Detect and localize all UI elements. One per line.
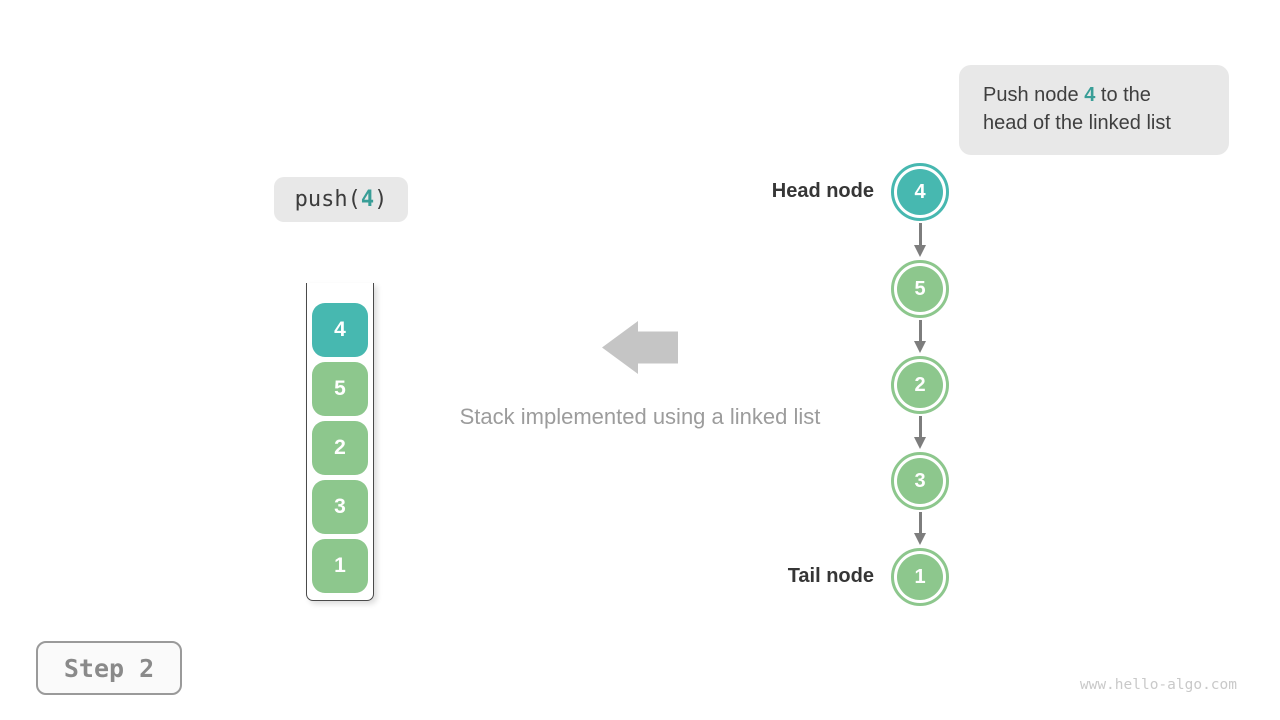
- stack-item: 1: [312, 539, 368, 593]
- left-block-arrow-icon: [602, 321, 678, 374]
- list-node-value: 1: [897, 554, 943, 600]
- list-node: 5: [891, 260, 949, 318]
- tip-box: Push node 4 to the head of the linked li…: [959, 65, 1229, 155]
- list-node-value: 2: [897, 362, 943, 408]
- list-node-value: 5: [897, 266, 943, 312]
- step-badge: Step 2: [36, 641, 182, 695]
- code-call-box: push(4): [274, 177, 408, 222]
- down-arrow-icon: [912, 320, 928, 354]
- code-after: ): [374, 187, 388, 212]
- stack-item: 5: [312, 362, 368, 416]
- stack-container: 4 5 2 3 1: [306, 283, 374, 601]
- list-node: 1: [891, 548, 949, 606]
- down-arrow-icon: [912, 512, 928, 546]
- tip-text: Push node 4 to the head of the linked li…: [983, 81, 1188, 137]
- stack-item: 4: [312, 303, 368, 357]
- list-node: 2: [891, 356, 949, 414]
- down-arrow-icon: [912, 416, 928, 450]
- code-arg: 4: [360, 187, 375, 212]
- list-node-value: 3: [897, 458, 943, 504]
- caption: Stack implemented using a linked list: [459, 404, 821, 429]
- list-node: 3: [891, 452, 949, 510]
- tail-node-label: Tail node: [787, 565, 874, 587]
- watermark: www.hello-algo.com: [1079, 677, 1237, 693]
- list-node: 4: [891, 163, 949, 221]
- stack-item: 3: [312, 480, 368, 534]
- tip-highlight-value: 4: [1084, 84, 1096, 106]
- stack-item: 2: [312, 421, 368, 475]
- list-node-value: 4: [897, 169, 943, 215]
- down-arrow-icon: [912, 223, 928, 257]
- code-before: push(: [294, 187, 361, 212]
- tip-text-before: Push node: [983, 84, 1085, 106]
- tip-text-after: to the head of the linked list: [983, 84, 1171, 134]
- head-node-label: Head node: [771, 180, 874, 202]
